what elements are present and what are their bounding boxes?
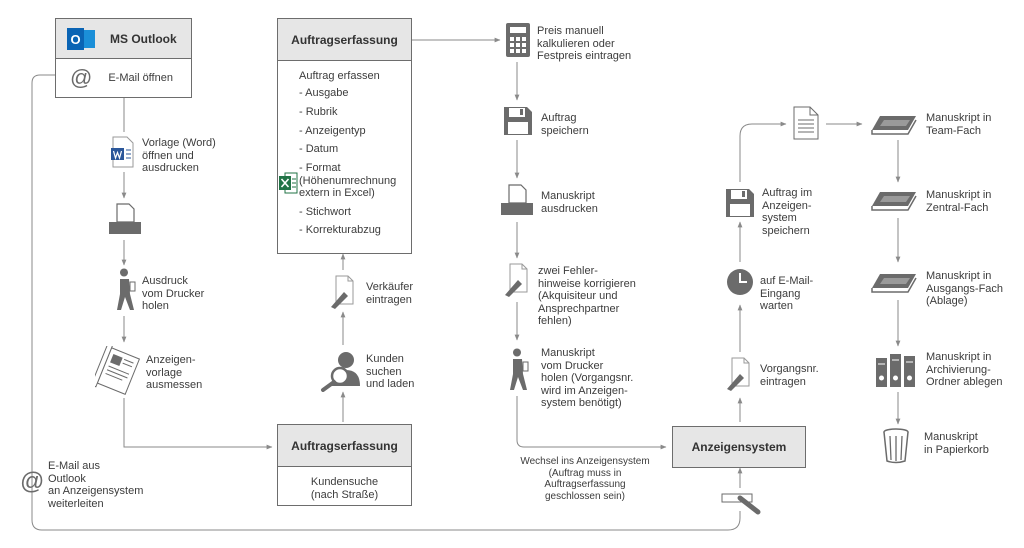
- floppy-disk-icon: [726, 189, 754, 217]
- pen-on-paper-icon: [331, 275, 354, 309]
- outlook-action-row: @ E-Mail öffnen: [56, 59, 191, 97]
- wechsel-text: Wechsel ins Anzeigensystem (Auftrag muss…: [520, 456, 650, 502]
- weiterleiten-text: E-Mail aus Outlook an Anzeigensystem wei…: [48, 460, 144, 510]
- list-item: - Rubrik: [299, 105, 338, 118]
- person-search-icon: [321, 352, 360, 392]
- ausdruck-text: Ausdruck vom Drucker holen: [142, 275, 205, 312]
- at-icon: @: [70, 65, 93, 90]
- manuskript-ausdrucken-text: Manuskript ausdrucken: [541, 190, 598, 215]
- papierkorb-text: Manuskript in Papierkorb: [924, 431, 989, 456]
- arrow-walker-to-anzeigensystem: [516, 396, 667, 450]
- wastebasket-icon: [883, 428, 909, 464]
- list-item: - Datum: [299, 143, 339, 156]
- word-icon: [111, 136, 134, 168]
- walking-person-icon: [510, 348, 529, 390]
- kunden-text: Kunden suchen und laden: [366, 353, 415, 390]
- outlook-action-label: E-Mail öffnen: [108, 72, 173, 84]
- measure-template-icon: [95, 346, 141, 395]
- archivierung-text: Manuskript in Archivierung- Ordner ableg…: [926, 351, 1003, 388]
- zentral-fach-text: Manuskript in Zentral-Fach: [926, 189, 992, 214]
- at-icon: @: [20, 468, 45, 495]
- walking-person-icon: [117, 268, 136, 310]
- tray-icon: [871, 116, 917, 135]
- anzeigensystem-box: Anzeigensystem: [672, 426, 806, 468]
- team-fach-text: Manuskript in Team-Fach: [926, 112, 992, 137]
- outlook-box: O MS Outlook @ E-Mail öffnen: [55, 18, 192, 98]
- keyboard-pen-icon: [721, 493, 761, 515]
- anzeigensystem-header: Anzeigensystem: [673, 427, 805, 467]
- auftragserfassung-top-header: Auftragserfassung: [278, 19, 411, 61]
- outlook-header: O MS Outlook: [56, 19, 191, 59]
- speichern-text: Auftrag speichern: [541, 112, 589, 137]
- verkaeufer-text: Verkäufer eintragen: [366, 281, 414, 306]
- arrow-save-to-doc: [739, 121, 787, 182]
- arrow-measure-to-auftrag: [123, 398, 273, 450]
- auftrag-im-system-text: Auftrag im Anzeigen- system speichern: [762, 187, 813, 237]
- auftrag-field-list: - Ausgabe - Rubrik - Anzeigentyp - Datum…: [299, 84, 396, 240]
- excel-icon: [279, 172, 298, 194]
- document-icon: [793, 106, 819, 140]
- printer-icon: [109, 203, 141, 234]
- svg-text:O: O: [70, 32, 80, 47]
- pen-on-paper-icon: [727, 357, 750, 391]
- warten-text: auf E-Mail- Eingang warten: [760, 275, 814, 312]
- list-item: - Korrekturabzug: [299, 224, 381, 237]
- tray-icon: [871, 274, 917, 293]
- floppy-disk-icon: [504, 107, 532, 135]
- outlook-title: MS Outlook: [110, 31, 177, 46]
- ausmessen-text: Anzeigen- vorlage ausmessen: [146, 354, 203, 391]
- tray-icon: [871, 192, 917, 211]
- vorgangsnr-text: Vorgangsnr. eintragen: [760, 363, 819, 388]
- ausgangs-fach-text: Manuskript in Ausgangs-Fach (Ablage): [926, 270, 1004, 307]
- list-item: - Anzeigentyp: [299, 124, 366, 137]
- clock-icon: [727, 269, 753, 295]
- binders-icon: [876, 354, 915, 387]
- line-email-loop: [31, 74, 741, 531]
- list-item: - Ausgabe: [299, 87, 349, 99]
- auftrag-erfassen-heading: Auftrag erfassen: [299, 70, 380, 82]
- auftragserfassung-top-box: Auftragserfassung: [277, 18, 412, 254]
- outlook-icon: O: [67, 27, 95, 50]
- auftragserfassung-bottom-box: Auftragserfassung Kundensuche (nach Stra…: [277, 424, 412, 506]
- calculator-icon: [506, 23, 530, 57]
- list-item: - Stichwort: [299, 205, 351, 218]
- vorlage-text: Vorlage (Word) öffnen und ausdrucken: [142, 137, 216, 174]
- list-item: - Format (Höhenumrechnung extern in Exce…: [299, 162, 397, 200]
- printer-icon: [501, 184, 533, 215]
- kundensuche-text: Kundensuche (nach Straße): [310, 476, 379, 501]
- pen-on-paper-icon: [505, 263, 528, 297]
- fehler-text: zwei Fehler- hinweise korrigieren (Akqui…: [538, 265, 636, 327]
- manuskript-holen-text: Manuskript vom Drucker holen (Vorgangsnr…: [541, 347, 634, 409]
- auftragserfassung-bottom-header: Auftragserfassung: [278, 425, 411, 467]
- preis-text: Preis manuell kalkulieren oder Festpreis…: [537, 25, 632, 62]
